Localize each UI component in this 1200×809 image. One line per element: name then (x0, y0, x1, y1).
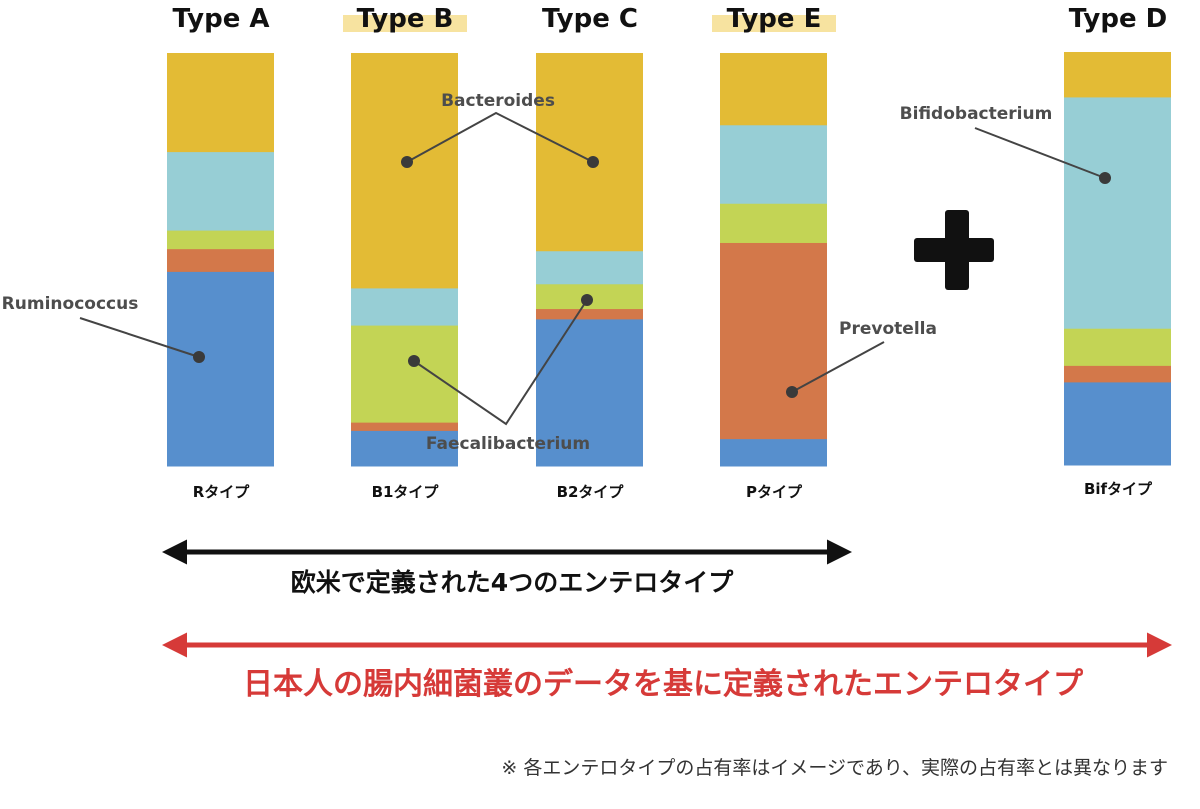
japanese-group-caption: 日本人の腸内細菌叢のデータを基に定義されたエンテロタイプ (243, 667, 1084, 702)
bacteroides-dot-b2 (587, 156, 599, 168)
stacked-bars (167, 52, 1171, 467)
bar-segment-bif-bacteroides (1064, 52, 1171, 98)
bar-segment-r-bacteroides (167, 53, 274, 153)
type-a-title: Type A (172, 4, 269, 34)
bacteroides-leader (406, 111, 594, 163)
disclaimer-note: ※ 各エンテロタイプの占有率はイメージであり、実際の占有率とは異なります (501, 757, 1168, 779)
faecalibacterium-label: Faecalibacterium (426, 434, 590, 454)
bar-segment-r-faecalibacterium (167, 230, 274, 250)
prevotella-leader (791, 341, 885, 393)
bar-segment-b1-bacteroides (351, 53, 458, 289)
type-b-highlight (343, 15, 467, 32)
type-b-title: Type B (357, 4, 454, 34)
bar-segment-p-prevotella (720, 242, 827, 440)
ruminococcus-dot (193, 351, 205, 363)
bar-segment-b1-prevotella (351, 422, 458, 432)
faecalibacterium-dot-b2 (581, 294, 593, 306)
plus-icon (914, 210, 994, 290)
bifidobacterium-dot (1099, 172, 1111, 184)
sub-label-b2: B2タイプ (557, 483, 625, 501)
bar-segment-b2-bifidobacterium (536, 251, 643, 285)
bacteroides-label: Bacteroides (441, 91, 555, 111)
sub-label-b1: B1タイプ (372, 483, 440, 501)
sub-label-r: Rタイプ (193, 483, 251, 501)
ruminococcus-leader (79, 317, 200, 358)
bar-segment-b1-faecalibacterium (351, 325, 458, 424)
bar-segment-bif-ruminococcus (1064, 382, 1171, 466)
bar-segment-b2-ruminococcus (536, 319, 643, 467)
faecalibacterium-leader (413, 299, 588, 426)
western-group-caption: 欧米で定義された4つのエンテロタイプ (291, 568, 734, 597)
bar-segment-b1-bifidobacterium (351, 288, 458, 327)
type-e-title: Type E (727, 4, 822, 34)
bar-segment-bif-faecalibacterium (1064, 328, 1171, 367)
annotation-leaders (79, 111, 1111, 426)
bar-segment-r-ruminococcus (167, 271, 274, 467)
bar-segment-p-faecalibacterium (720, 203, 827, 244)
bar-segment-b2-bacteroides (536, 53, 643, 252)
prevotella-dot (786, 386, 798, 398)
bar-segment-bif-bifidobacterium (1064, 97, 1171, 330)
bar-segment-p-bifidobacterium (720, 125, 827, 205)
bifidobacterium-leader (974, 127, 1106, 179)
bifidobacterium-label: Bifidobacterium (900, 104, 1053, 124)
bar-segment-r-bifidobacterium (167, 152, 274, 232)
bar-segment-p-bacteroides (720, 53, 827, 126)
bar-segment-bif-prevotella (1064, 365, 1171, 383)
prevotella-label: Prevotella (839, 319, 937, 339)
bar-segment-b1-ruminococcus (351, 430, 458, 467)
sub-label-bif: Bifタイプ (1084, 480, 1153, 498)
sub-label-p: Pタイプ (746, 483, 803, 501)
type-e-highlight (712, 15, 836, 32)
bar-segment-r-prevotella (167, 249, 274, 273)
type-d-title: Type D (1069, 4, 1167, 34)
bacteroides-dot-b1 (401, 156, 413, 168)
ruminococcus-label: Ruminococcus (2, 294, 139, 314)
type-c-title: Type C (542, 4, 638, 34)
faecalibacterium-dot-b1 (408, 355, 420, 367)
bar-segment-b2-prevotella (536, 309, 643, 320)
bar-segment-p-ruminococcus (720, 439, 827, 467)
